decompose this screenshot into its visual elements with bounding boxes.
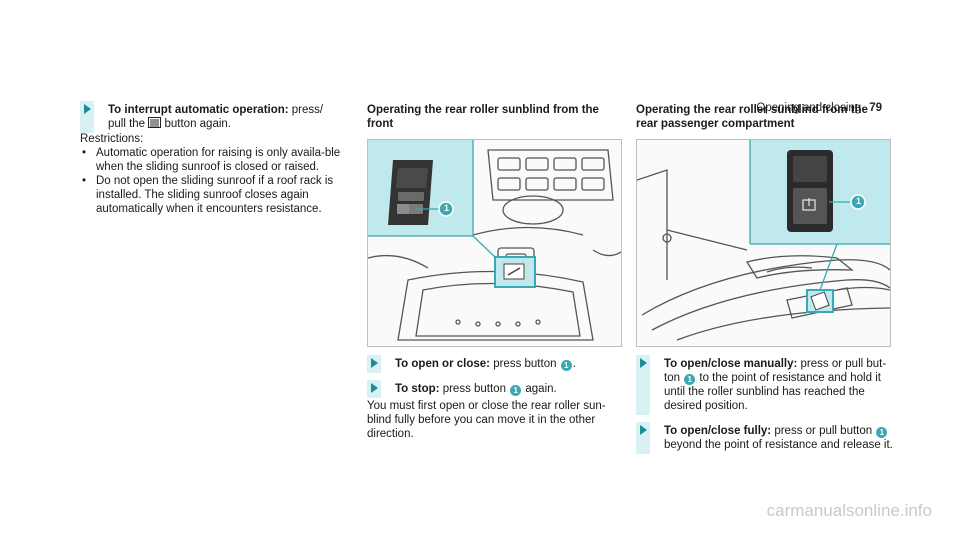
callout-badge: 1 [876,427,888,438]
column-2: Operating the rear roller sunblind from … [367,103,621,131]
column-1: To interrupt automatic operation: press/… [80,101,350,216]
step-arrow-icon [84,104,91,114]
column-3-steps: To open/close manually: press or pull bu… [636,355,898,454]
section-heading: Operating the rear roller sunblind from … [636,104,868,130]
step-text: press/ [288,104,324,116]
section-title: Opening and closing [756,102,862,114]
front-console-illustration: 1 [367,139,622,347]
column-3: Operating the rear roller sunblind from … [636,103,890,131]
step-text: press or pull but-ton [664,358,887,384]
callout-label: 1 [855,196,861,206]
rear-door-illustration: 1 [636,139,891,347]
step-arrow-icon [371,358,378,368]
list-item: Automatic operation for raising is only … [82,146,350,174]
restrictions-list: Automatic operation for raising is only … [80,146,350,216]
restrictions-label: Restrictions: [80,133,144,145]
step-open-close-fully: To open/close fully: press or pull butto… [636,422,898,454]
page-header: Opening and closing 79 [756,102,882,114]
step-arrow-icon [371,383,378,393]
step-arrow-icon [640,358,647,368]
page-number: 79 [869,102,882,114]
callout-badge: 1 [560,360,572,371]
step-title: To open/close manually: [664,358,798,370]
front-console-drawing [368,140,621,346]
step-text: to the point of resistance and hold it u… [664,372,881,412]
list-item: Do not open the sliding sunroof if a roo… [82,174,350,216]
step-text: pull the [108,118,146,130]
step-text: button again. [161,118,231,130]
step-open-close-manually: To open/close manually: press or pull bu… [636,355,898,415]
callout-badge: 1 [510,385,522,396]
watermark[interactable]: carmanualsonline.info [766,501,932,520]
step-arrow-icon [640,425,647,435]
section-heading: Operating the rear roller sunblind from … [367,104,599,130]
step-title: To interrupt automatic operation: [108,104,289,116]
step-text: beyond the point of resistance and relea… [664,439,893,451]
column-2-steps: To open or close: press button 1. To sto… [367,355,621,441]
step-stop: To stop: press button 1 again. [367,380,621,398]
step-text: again. [522,383,557,395]
step-title: To stop: [395,383,440,395]
step-open-close: To open or close: press button 1. [367,355,621,373]
rear-door-drawing [637,140,890,346]
step-text: press button [490,358,560,370]
step-title: To open/close fully: [664,425,772,437]
callout-badge: 1 [684,374,696,385]
sunblind-button-icon [148,117,162,128]
step-bar [636,355,650,415]
callout-label: 1 [443,203,449,213]
instruction-paragraph: You must first open or close the rear ro… [367,400,606,440]
step-title: To open or close: [395,358,490,370]
step-interrupt: To interrupt automatic operation: press/… [80,101,350,133]
step-text: press or pull button [771,425,876,437]
step-text: press button [439,383,510,395]
